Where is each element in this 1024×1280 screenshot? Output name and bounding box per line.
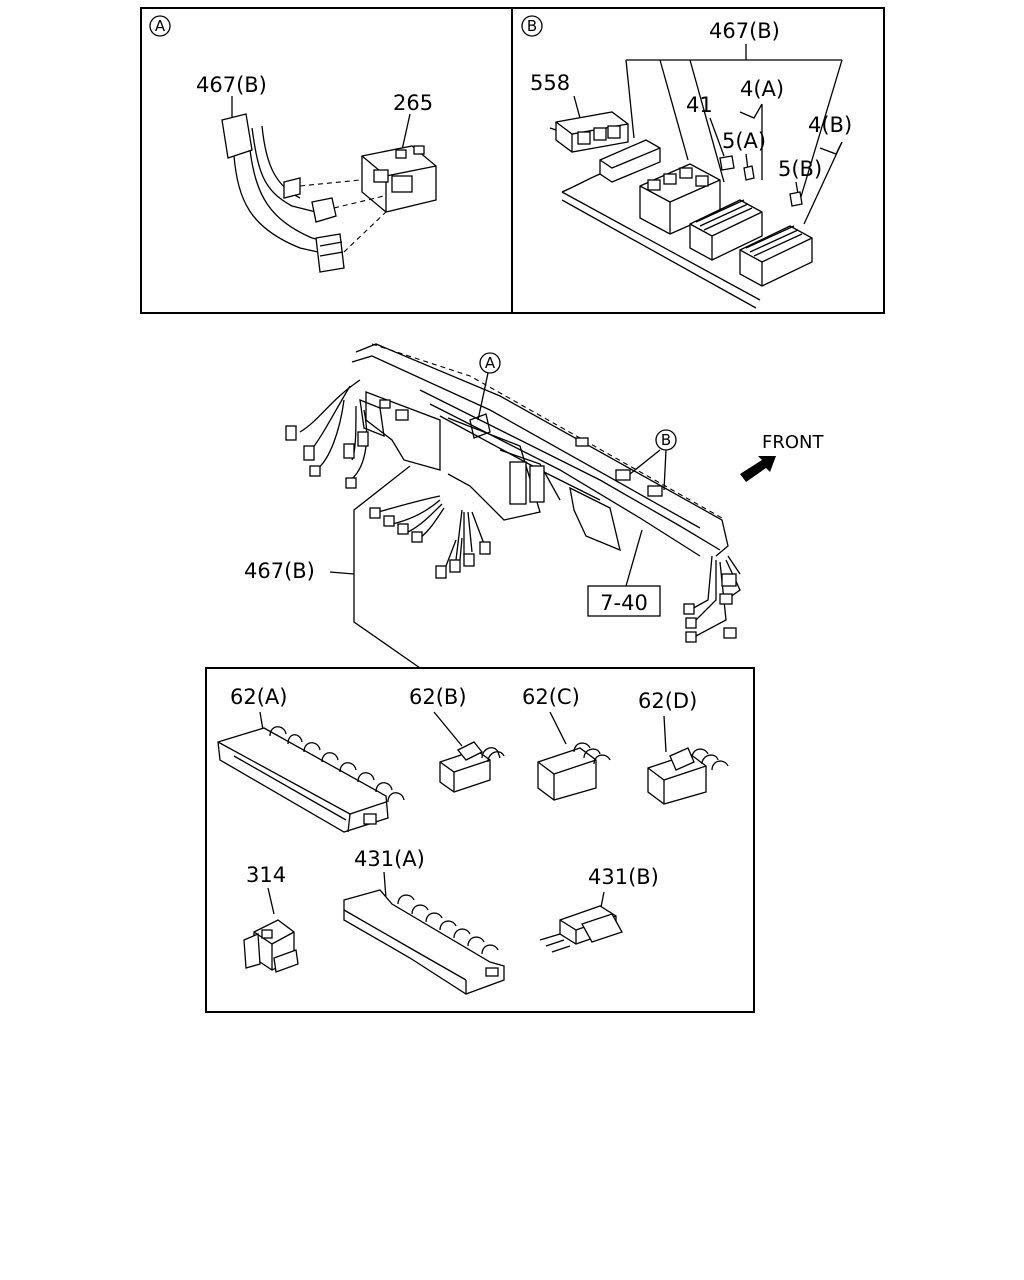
part-62a-drawing [217, 711, 405, 833]
harness-467b-drawing [221, 113, 321, 253]
label-431b: 431(B) [588, 865, 659, 889]
label-5a: 5(A) [722, 129, 766, 153]
fuse-box-4a-drawing [689, 155, 763, 261]
middle-connector-cluster [369, 495, 491, 579]
label-5b: 5(B) [778, 157, 822, 181]
leader-467b-main [353, 465, 421, 669]
part-62d-drawing [647, 715, 729, 805]
relay-bracket-drawing [599, 139, 661, 183]
connector-265-drawing [299, 145, 437, 253]
label-4a: 4(A) [740, 77, 784, 101]
label-62b: 62(B) [409, 685, 467, 709]
detail-b-frame [511, 7, 885, 314]
detail-b-marker [521, 15, 543, 37]
label-431a: 431(A) [354, 847, 425, 871]
leader-558 [573, 95, 581, 119]
instrument-panel-harness [351, 343, 729, 557]
label-467b-detail-a: 467(B) [196, 73, 267, 97]
small-connector-a [283, 177, 345, 273]
front-arrow-icon [740, 456, 776, 482]
left-connector-cluster [285, 379, 369, 489]
detail-a-marker-letter: A [155, 17, 166, 35]
harness-rail-b [561, 173, 761, 309]
leader-467b-main-tick [329, 571, 355, 575]
main-marker-b-letter: B [661, 431, 671, 449]
label-62d: 62(D) [638, 689, 697, 713]
label-62c: 62(C) [522, 685, 580, 709]
label-62a: 62(A) [230, 685, 287, 709]
main-marker-a [479, 352, 501, 374]
part-431a-drawing [343, 871, 505, 995]
leader-41 [709, 117, 725, 157]
relay-box-drawing [639, 163, 721, 235]
label-41: 41 [686, 93, 713, 117]
fuse-box-4b-drawing [739, 191, 813, 287]
relay-block-558-drawing [549, 111, 629, 153]
leader-main-b-1 [629, 449, 661, 475]
part-314-drawing [243, 887, 299, 973]
leader-467b-b [625, 44, 843, 201]
label-265: 265 [393, 91, 433, 115]
parts-panel: 62(A) 62(B) 62(C) 62(D) 314 431(A) 431(B… [205, 667, 755, 1013]
label-467b-detail-b: 467(B) [709, 19, 780, 43]
detail-b-panel: B 467(B) 558 41 4(A) 5(A) 4(B) 5(B) [511, 7, 885, 314]
main-assembly: A B FRONT 467(B) 7-40 [244, 343, 824, 669]
label-558: 558 [530, 71, 570, 95]
label-314: 314 [246, 863, 286, 887]
leader-265 [401, 113, 411, 151]
part-431b-drawing [539, 891, 623, 953]
label-4b: 4(B) [808, 113, 852, 137]
leader-7-40 [625, 529, 643, 587]
parts-frame [205, 667, 755, 1013]
detail-b-marker-letter: B [527, 17, 537, 35]
front-label: FRONT [762, 432, 824, 453]
right-connector-cluster [683, 555, 741, 643]
detail-a-panel: A 467(B) 265 [140, 7, 513, 314]
leader-main-b-2 [663, 449, 667, 491]
leader-4a-bracket [739, 103, 763, 119]
ref-box-label: 7-40 [600, 591, 648, 615]
part-62b-drawing [433, 711, 505, 793]
main-marker-a-letter: A [485, 354, 496, 372]
label-467b-main: 467(B) [244, 559, 315, 583]
ref-box-7-40 [587, 585, 661, 617]
part-62c-drawing [537, 711, 611, 801]
leader-main-a [477, 372, 489, 421]
detail-a-marker [149, 15, 171, 37]
